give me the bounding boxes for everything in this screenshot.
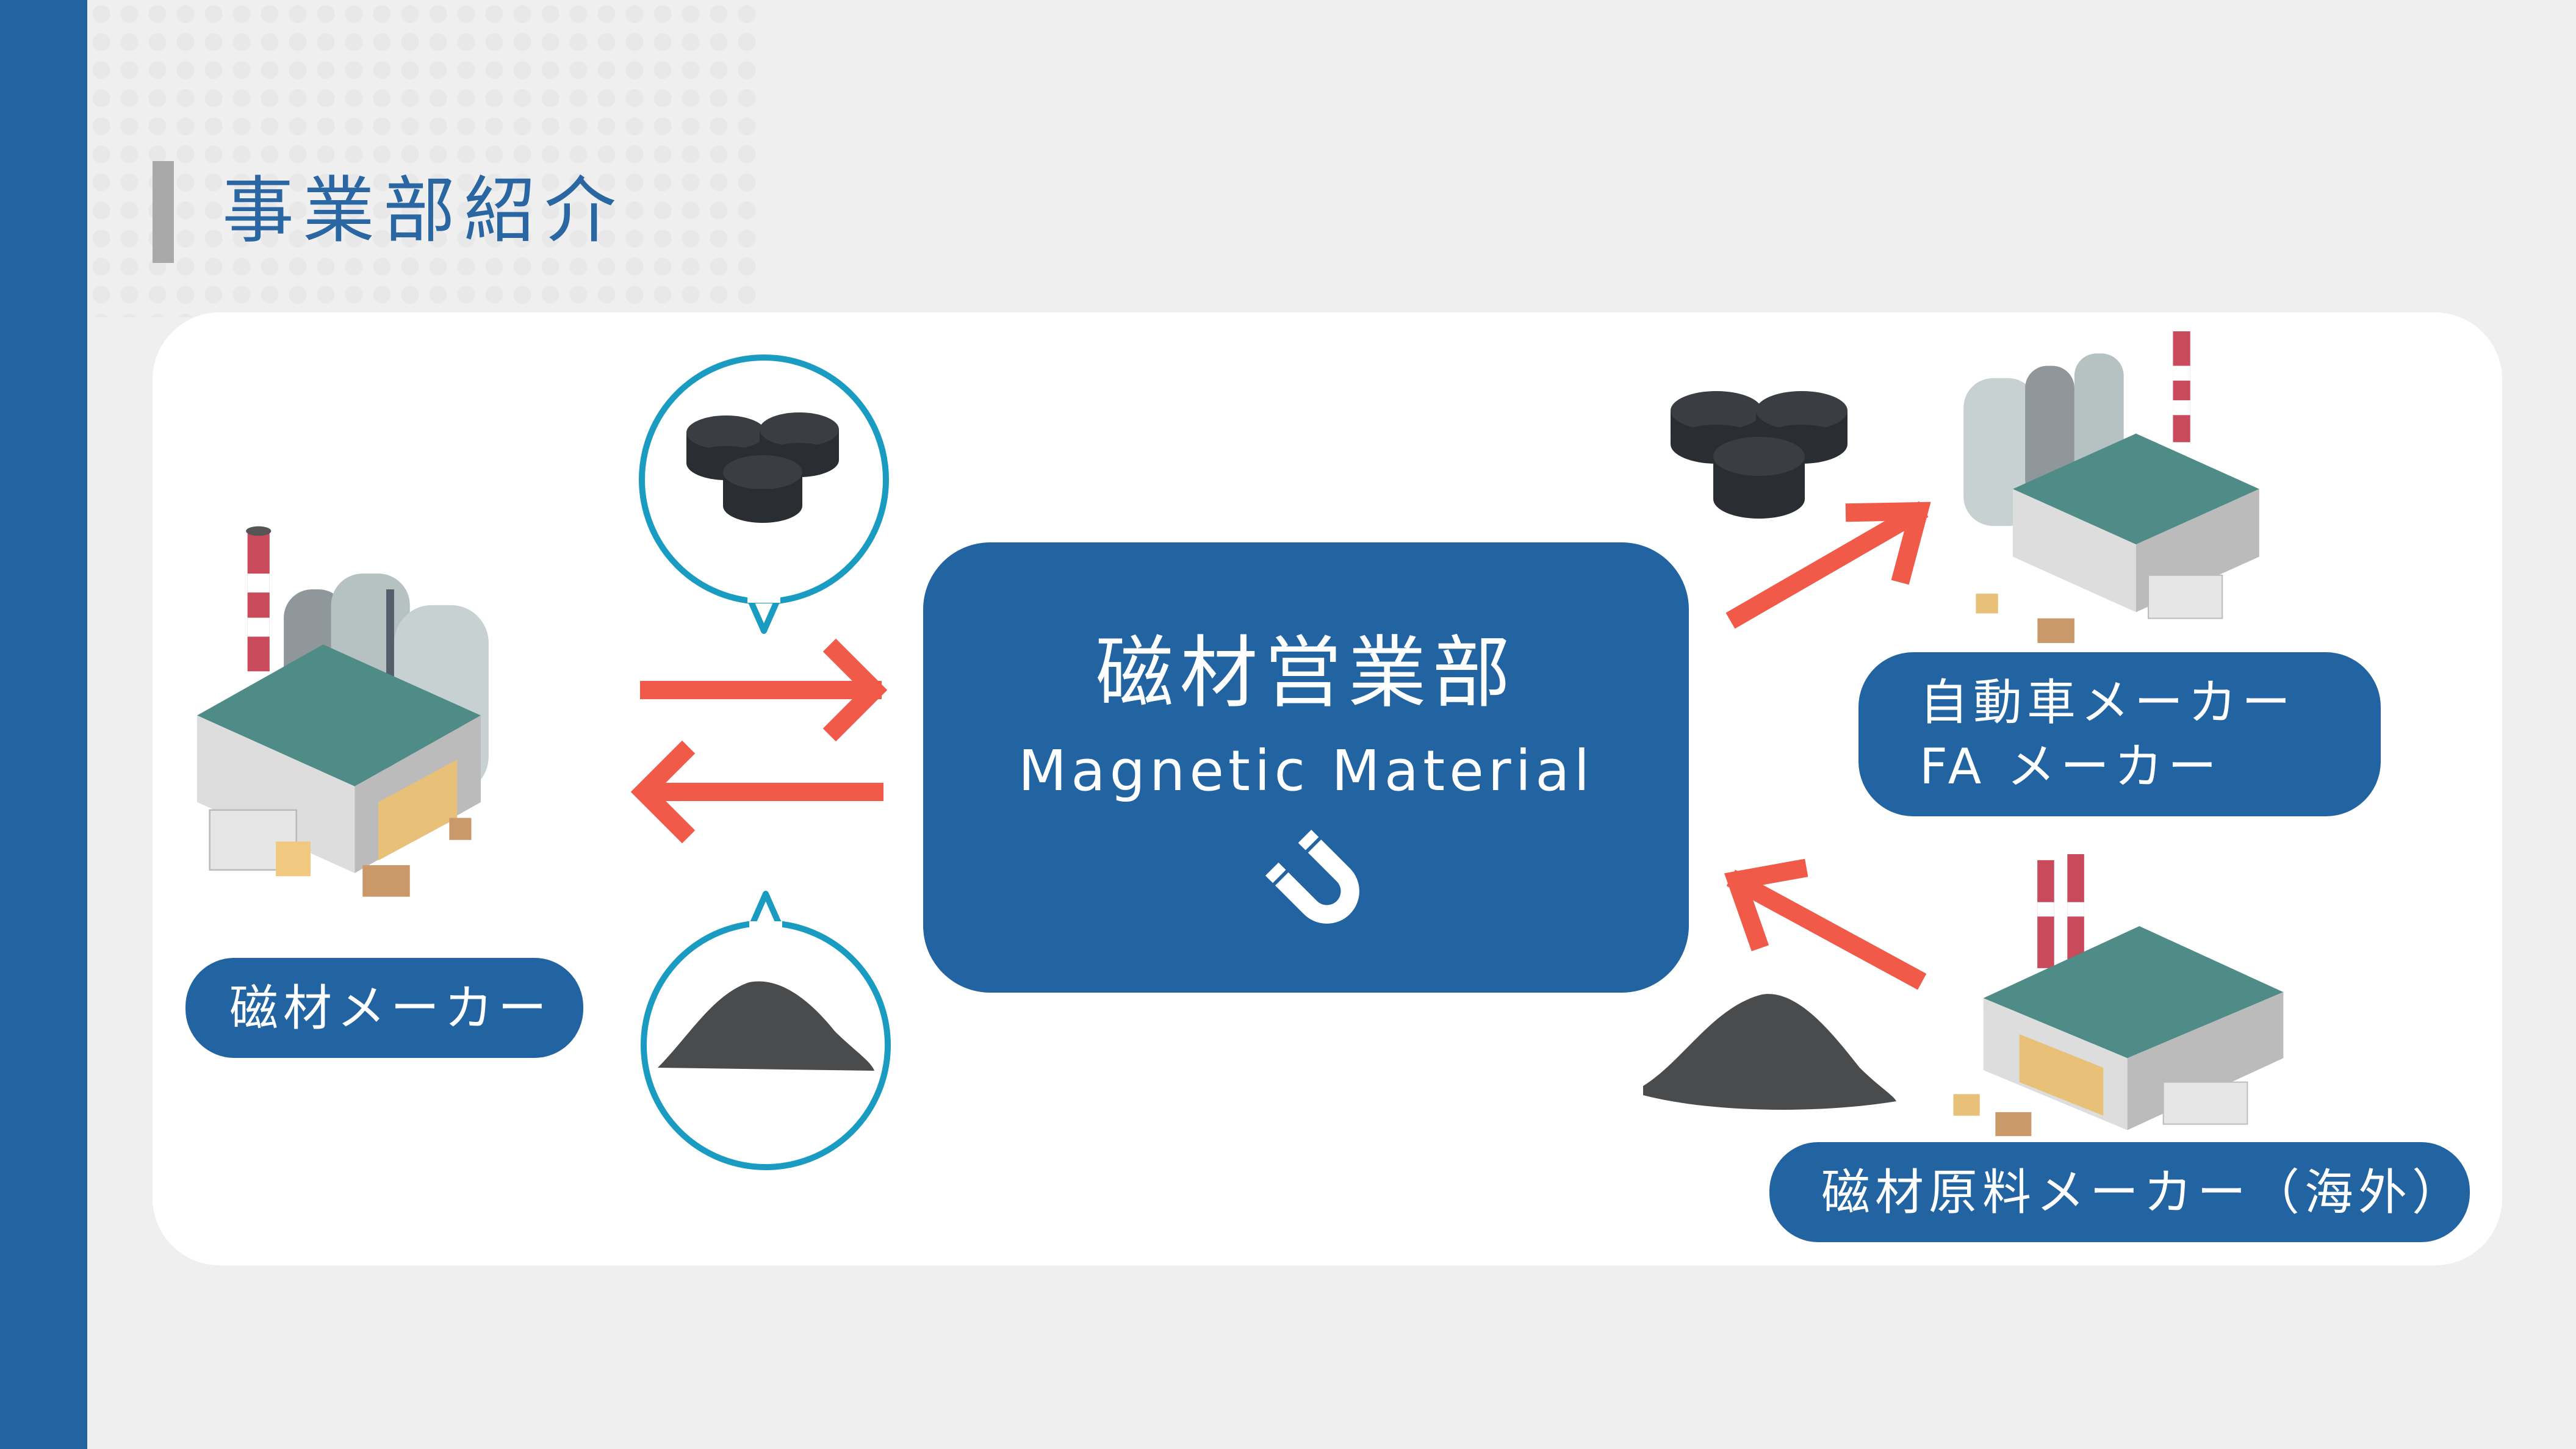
page-title: 事業部紹介 xyxy=(222,168,625,253)
arrow-left-to-maker xyxy=(630,740,883,844)
magnet-icon xyxy=(1265,829,1381,945)
title-accent-bar xyxy=(153,161,174,263)
magnetic-material-division-box: 磁材営業部 Magnetic Material xyxy=(923,542,1689,993)
raw-powder-bubble xyxy=(639,842,892,1170)
dot-pattern-decoration xyxy=(87,0,758,317)
magnet-maker-text: 磁材メーカー xyxy=(229,979,552,1037)
automotive-fa-factory-illustration xyxy=(1963,329,2259,649)
raw-material-maker-text: 磁材原料メーカー（海外） xyxy=(1821,1163,2466,1221)
magnet-maker-label: 磁材メーカー xyxy=(185,958,583,1058)
division-title: 磁材営業部 xyxy=(1095,628,1517,719)
automotive-maker-text: 自動車メーカー xyxy=(1919,674,2295,731)
arrow-right-to-center xyxy=(640,638,888,742)
fa-maker-text: FA メーカー xyxy=(1919,738,2222,795)
magnet-product-illustration xyxy=(1668,386,1854,529)
arrow-from-raw-maker xyxy=(1724,858,1927,990)
magnet-maker-factory-illustration xyxy=(197,526,575,937)
raw-powder-illustration xyxy=(1640,982,1898,1114)
customers-label: 自動車メーカー FA メーカー xyxy=(1858,652,2381,816)
raw-material-factory-illustration xyxy=(1947,854,2284,1142)
sidebar-accent-bar xyxy=(0,0,87,1449)
raw-material-maker-label: 磁材原料メーカー（海外） xyxy=(1769,1142,2470,1242)
magnet-discs-icon xyxy=(686,412,839,523)
powder-pile-icon xyxy=(658,981,874,1071)
magnet-product-bubble xyxy=(638,353,890,634)
arrow-to-customers xyxy=(1725,501,1931,629)
division-subtitle: Magnetic Material xyxy=(1018,738,1594,804)
